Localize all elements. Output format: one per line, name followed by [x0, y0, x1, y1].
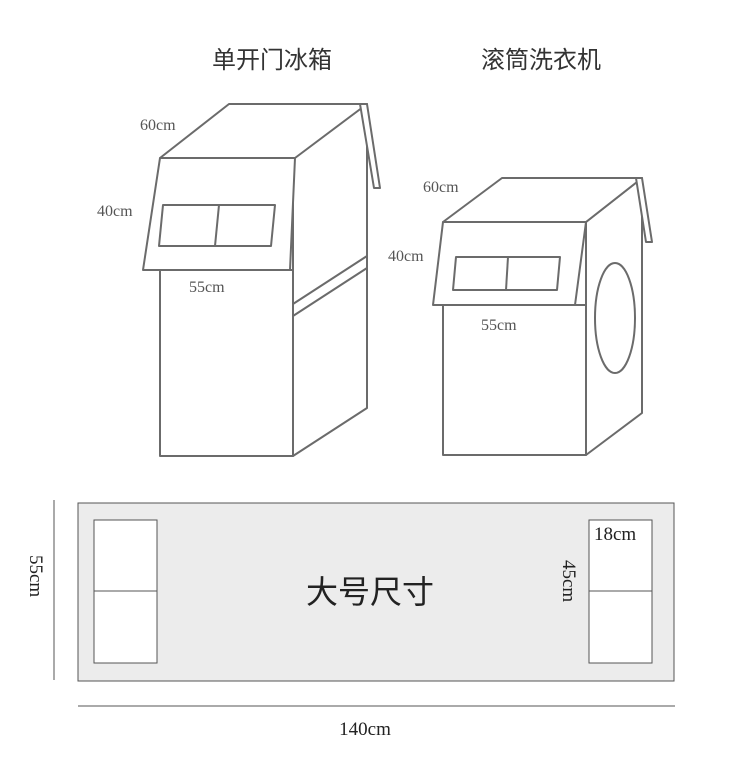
fridge-pocket-divider: [214, 204, 220, 247]
washer-cover-side-flap: [635, 177, 653, 243]
fridge-pocket: [158, 204, 276, 247]
fridge-door-seam-upper: [292, 255, 368, 305]
fridge-cover-side-flap: [359, 103, 381, 189]
fridge-depth-label: 60cm: [140, 117, 176, 134]
washer-depth-label: 60cm: [423, 179, 459, 196]
washer-illustration: 60cm 40cm 55cm: [388, 177, 653, 456]
washer-pocket: [452, 256, 561, 291]
fridge-cover-top: [159, 103, 368, 159]
washer-cover-top: [442, 177, 643, 223]
pocket-width-label: 18cm: [594, 524, 636, 545]
mat-size-label: 大号尺寸: [306, 573, 434, 611]
fridge-title: 单开门冰箱: [212, 46, 332, 74]
total-height-label: 55cm: [25, 555, 46, 597]
mat-outline: [77, 502, 675, 682]
washer-cover-front-flap: [432, 221, 587, 306]
fridge-height-label: 40cm: [97, 203, 133, 220]
total-width-label: 140cm: [339, 719, 391, 740]
washer-width-label: 55cm: [481, 317, 517, 334]
washer-porthole: [594, 262, 636, 374]
mat-flat-layout: 大号尺寸 18cm 45cm 55cm 140cm: [25, 500, 675, 740]
washer-pocket-divider: [505, 256, 509, 291]
pocket-height-label: 45cm: [558, 560, 579, 602]
fridge-front-face: [159, 269, 294, 457]
washer-title: 滚筒洗衣机: [481, 46, 601, 74]
fridge-width-label: 55cm: [189, 279, 225, 296]
fridge-door-seam-lower: [292, 267, 368, 317]
washer-height-label: 40cm: [388, 248, 424, 265]
fridge-illustration: 60cm 40cm 55cm: [97, 103, 381, 457]
